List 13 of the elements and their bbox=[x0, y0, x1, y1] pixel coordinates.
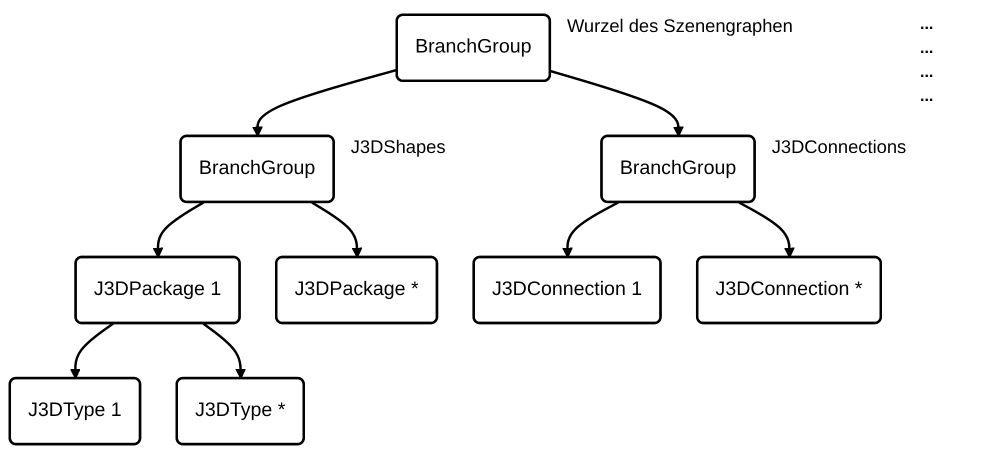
arrow bbox=[70, 322, 114, 380]
arrow bbox=[738, 202, 795, 258]
node-caption: Wurzel des Szenengraphen bbox=[566, 14, 793, 36]
ellipsis-label: ... bbox=[920, 16, 934, 34]
node-caption: J3DShapes bbox=[350, 136, 446, 158]
node-caption: J3DConnections bbox=[772, 136, 906, 158]
arrow bbox=[562, 202, 619, 258]
ellipsis-label: ... bbox=[920, 64, 934, 82]
ellipsis-label: ... bbox=[920, 40, 934, 58]
arrow bbox=[311, 202, 362, 258]
arrow bbox=[202, 322, 246, 380]
arrow bbox=[152, 202, 204, 258]
ellipsis-label: ... bbox=[920, 88, 934, 106]
